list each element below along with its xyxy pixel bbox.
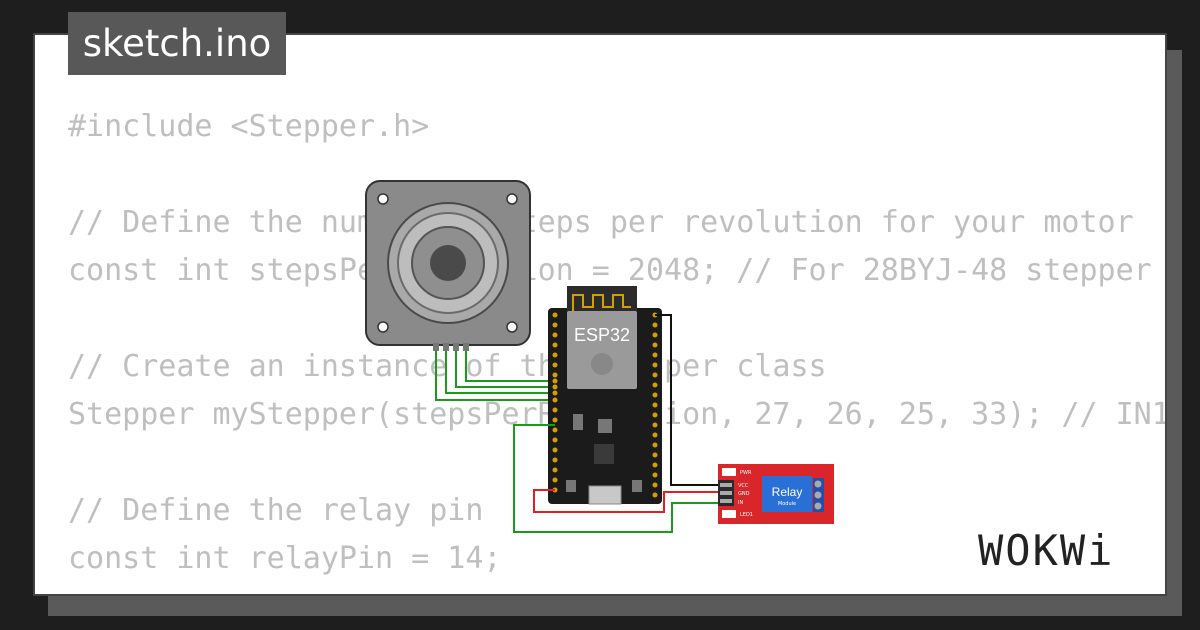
relay-in-label: IN [738,500,743,506]
signal-wire [513,424,720,533]
code-line: #include <Stepper.h> [68,109,430,144]
code-line: const int relayPin = 14; [68,541,502,576]
relay-terminal-label: NO COM NC [838,465,844,495]
code-editor: #include <Stepper.h>// Define the number… [68,103,1165,583]
board-right-pins [652,312,658,498]
code-line: // Define the relay pin [68,493,484,528]
espressif-icon [591,353,613,375]
vcc-wire [533,489,720,513]
esp32-board[interactable]: ESP32 [548,286,662,505]
board-left-pins [552,312,558,493]
board-label: ESP32 [574,325,630,345]
relay-vcc-label: VCC [738,483,749,489]
relay-gnd-label: GND [738,491,750,497]
stepper-motor[interactable] [365,180,531,346]
gnd-wire [655,314,720,486]
relay-led-label: LED1 [740,512,753,518]
relay-module[interactable]: PWR LED1 VCC GND IN Relay Module NO COM … [718,464,844,524]
motor-wires [435,345,555,401]
relay-pwr-label: PWR [740,470,752,476]
file-tab[interactable]: sketch.ino [68,12,286,75]
motor-pins [433,343,469,351]
relay-title: Relay [772,485,803,499]
usb-port [588,485,622,505]
wokwi-logo: WOKWi [978,526,1115,575]
relay-subtitle: Module [778,501,796,507]
